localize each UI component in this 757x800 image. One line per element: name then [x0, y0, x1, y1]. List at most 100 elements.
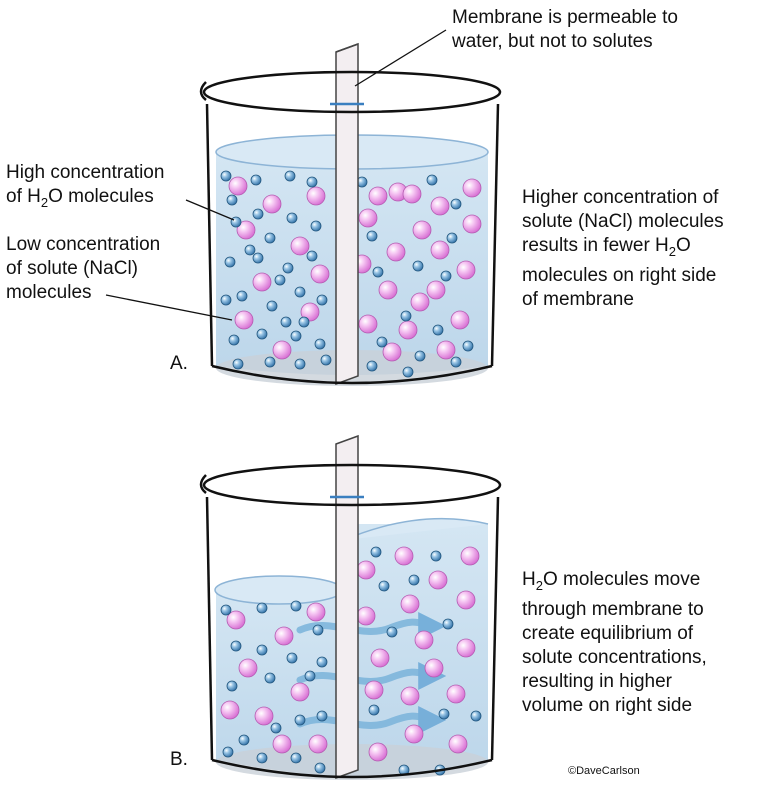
water-molecule	[222, 746, 234, 758]
water-molecule	[264, 232, 276, 244]
solute-molecule	[308, 734, 328, 754]
water-molecule	[442, 618, 454, 630]
water-molecule	[402, 366, 414, 378]
water-molecule	[298, 316, 310, 328]
water-molecule	[432, 324, 444, 336]
beaker-a-rim	[202, 70, 502, 114]
high-h2o-line2a: of H	[6, 186, 41, 207]
solute-molecule	[414, 630, 434, 650]
water-molecule	[230, 640, 242, 652]
solute-molecule	[306, 186, 326, 206]
solute-molecule	[410, 292, 430, 312]
water-molecule	[310, 220, 322, 232]
high-h2o-line1: High concentration	[6, 162, 165, 183]
beaker-b-rim	[202, 463, 502, 507]
solute-molecule	[460, 546, 480, 566]
water-molecule	[306, 250, 318, 262]
leader-solute	[105, 294, 233, 321]
flow-arrow	[296, 611, 447, 640]
water-molecule	[414, 350, 426, 362]
right-a-label: Higher concentration of solute (NaCl) mo…	[522, 186, 724, 312]
water-molecule	[314, 338, 326, 350]
beaker-b	[199, 434, 502, 780]
water-molecule	[284, 170, 296, 182]
solute-molecule	[456, 638, 476, 658]
solute-molecule	[382, 342, 402, 362]
water-molecule	[294, 358, 306, 370]
water-molecule	[290, 600, 302, 612]
solute-molecule	[430, 240, 450, 260]
leader-membrane	[354, 29, 447, 87]
water-molecule	[264, 672, 276, 684]
water-molecule	[250, 174, 262, 186]
water-molecule	[400, 310, 412, 322]
water-molecule	[320, 354, 332, 366]
water-molecule	[256, 644, 268, 656]
water-molecule	[226, 680, 238, 692]
solute-molecule	[290, 682, 310, 702]
right-b-part1: H	[522, 569, 536, 590]
water-molecule	[376, 336, 388, 348]
solute-molecule	[358, 208, 378, 228]
water-molecule	[462, 340, 474, 352]
water-molecule	[316, 294, 328, 306]
solute-molecule	[252, 272, 272, 292]
solute-molecule	[274, 626, 294, 646]
solute-molecule	[272, 734, 292, 754]
solute-molecule	[400, 686, 420, 706]
solute-molecule	[236, 220, 256, 240]
water-molecule	[438, 708, 450, 720]
solute-molecule	[400, 594, 420, 614]
right-b-label: H2O molecules move through membrane to c…	[522, 568, 707, 718]
solute-molecule	[356, 560, 376, 580]
water-molecule	[228, 334, 240, 346]
water-molecule	[282, 262, 294, 274]
water-molecule	[244, 244, 256, 256]
solute-molecule	[462, 178, 482, 198]
water-molecule	[450, 198, 462, 210]
water-molecule	[252, 208, 264, 220]
solute-molecule	[430, 196, 450, 216]
water-molecule	[306, 176, 318, 188]
beaker-b-spout	[199, 474, 207, 494]
solute-molecule	[398, 320, 418, 340]
beaker-b-side-left	[205, 496, 214, 761]
water-molecule	[366, 360, 378, 372]
solute-molecule	[254, 706, 274, 726]
water-molecule	[426, 174, 438, 186]
water-molecule	[386, 626, 398, 638]
water-molecule	[366, 230, 378, 242]
beaker-a-membrane	[335, 42, 359, 386]
beaker-a-base	[211, 364, 493, 385]
panel-a-label: A.	[170, 353, 188, 374]
solute-molecule	[262, 194, 282, 214]
water-molecule	[470, 710, 482, 722]
water-molecule	[286, 212, 298, 224]
water-molecule	[256, 752, 268, 764]
solute-molecule	[450, 310, 470, 330]
panel-b-label: B.	[170, 749, 188, 770]
water-molecule	[226, 194, 238, 206]
solute-molecule	[402, 184, 422, 204]
water-molecule	[220, 170, 232, 182]
solute-molecule	[424, 658, 444, 678]
solute-molecule	[386, 242, 406, 262]
beaker-a-spout	[199, 81, 207, 101]
water-molecule	[312, 624, 324, 636]
solute-molecule	[290, 236, 310, 256]
water-molecule	[236, 290, 248, 302]
water-molecule	[274, 274, 286, 286]
solute-molecule	[378, 280, 398, 300]
high-h2o-subscript: 2	[40, 194, 49, 210]
water-molecule	[368, 704, 380, 716]
solute-molecule	[456, 590, 476, 610]
solute-molecule	[234, 310, 254, 330]
right-a-subscript: 2	[668, 243, 677, 259]
water-molecule	[264, 356, 276, 368]
water-molecule	[294, 286, 306, 298]
water-molecule	[256, 602, 268, 614]
beaker-b-side-right	[490, 496, 500, 761]
solute-molecule	[364, 680, 384, 700]
